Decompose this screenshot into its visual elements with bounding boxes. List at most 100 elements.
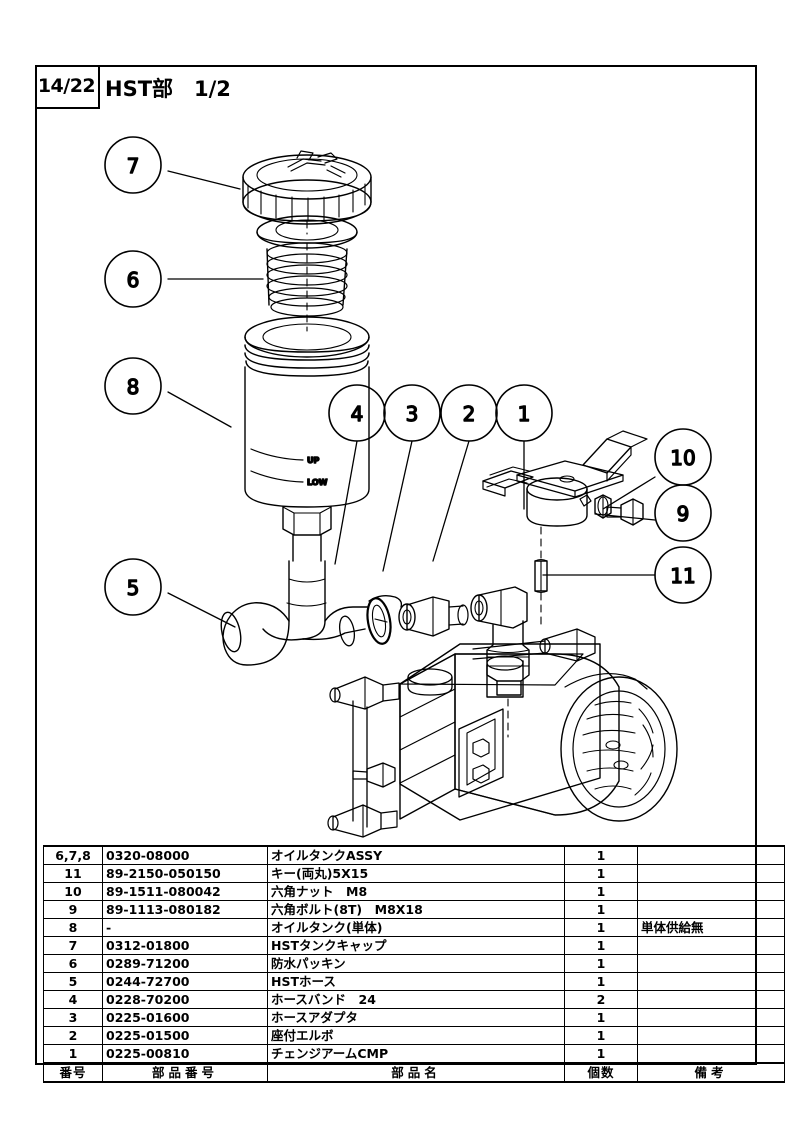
title-bar: 14/22 HST部 1/2 [35,65,757,109]
tank-level-up-label: UP [307,456,319,465]
part-oil-tank-body: UP LOW [244,316,370,562]
cell-part-name: ホースバンド 24 [267,990,565,1009]
header-remarks: 備考 [637,1062,785,1083]
cell-no: 8 [43,918,103,937]
cell-remarks [637,990,785,1009]
exploded-parts-diagram: UP LOW [35,109,757,842]
callout-bubbles: 7 6 8 5 4 3 2 [104,136,712,616]
part-hex-bolt [606,498,644,526]
cell-quantity: 1 [564,900,638,919]
cell-quantity: 1 [564,845,638,865]
callout-bubble-10: 10 [654,428,712,486]
cell-quantity: 2 [564,990,638,1009]
cell-part-name: チェンジアームCMP [267,1044,565,1064]
cell-remarks [637,1044,785,1064]
callout-bubble-11: 11 [654,546,712,604]
callout-label-4: 4 [351,402,364,426]
part-change-arm-cmp [482,430,648,527]
cell-part-number: 89-1113-080182 [102,900,268,919]
cell-quantity: 1 [564,1026,638,1045]
cell-no: 5 [43,972,103,991]
callout-bubble-2: 2 [440,384,498,442]
cell-remarks [637,864,785,883]
cell-remarks [637,954,785,973]
callout-bubble-6: 6 [104,250,162,308]
part-hose-adapter [398,596,469,637]
cell-part-name: ホースアダプタ [267,1008,565,1027]
cell-part-name: オイルタンクASSY [267,845,565,865]
callout-bubble-1: 1 [495,384,553,442]
cell-part-number: 0244-72700 [102,972,268,991]
cell-no: 6 [43,954,103,973]
hst-pump-body [399,643,678,822]
cell-quantity: 1 [564,864,638,883]
cell-no: 4 [43,990,103,1009]
part-hst-hose [220,560,368,666]
cell-quantity: 1 [564,1008,638,1027]
part-hose-band [338,595,403,647]
cell-part-number: 0289-71200 [102,954,268,973]
part-hex-nut [594,494,612,519]
cell-part-name: 防水パッキン [267,954,565,973]
cell-no: 2 [43,1026,103,1045]
cell-part-number: - [102,918,268,937]
callout-bubble-9: 9 [654,484,712,542]
callout-label-9: 9 [677,502,690,526]
cell-quantity: 1 [564,918,638,937]
cell-part-name: HSTタンクキャップ [267,936,565,955]
header-quantity: 個数 [564,1062,638,1083]
part-hst-tank-cap [242,150,372,225]
cell-remarks [637,972,785,991]
cell-no: 6,7,8 [43,845,103,865]
cell-no: 10 [43,882,103,901]
cell-part-name: 六角ナット M8 [267,882,565,901]
cell-part-number: 0312-01800 [102,936,268,955]
callout-label-5: 5 [127,576,140,600]
leader-lines [167,170,656,628]
cell-no: 11 [43,864,103,883]
page-number-box: 14/22 [35,65,100,109]
cell-part-number: 89-1511-080042 [102,882,268,901]
cell-no: 9 [43,900,103,919]
cell-remarks [637,845,785,865]
pump-mounting-bolts [327,628,596,838]
cell-part-number: 0320-08000 [102,845,268,865]
tank-level-low-label: LOW [307,478,328,487]
cell-remarks [637,882,785,901]
header-no: 番号 [43,1062,103,1083]
cell-part-name: キー(両丸)5X15 [267,864,565,883]
cell-part-number: 0225-00810 [102,1044,268,1064]
callout-label-7: 7 [127,154,140,178]
cell-part-name: オイルタンク(単体) [267,918,565,937]
callout-bubble-7: 7 [104,136,162,194]
callout-label-2: 2 [463,402,476,426]
callout-label-1: 1 [518,402,531,426]
cell-part-name: 座付エルボ [267,1026,565,1045]
part-seated-elbow [470,586,530,696]
cell-part-number: 0225-01500 [102,1026,268,1045]
cell-part-number: 89-2150-050150 [102,864,268,883]
callout-bubble-4: 4 [328,384,386,442]
cell-quantity: 1 [564,954,638,973]
cell-part-name: 六角ボルト(8T) M8X18 [267,900,565,919]
cell-quantity: 1 [564,1044,638,1064]
cell-remarks [637,1008,785,1027]
cell-remarks [637,900,785,919]
cell-quantity: 1 [564,882,638,901]
cell-no: 3 [43,1008,103,1027]
table-header-row: 番号部品番号部品名個数備考 [43,1062,785,1083]
header-part-number: 部品番号 [102,1062,268,1083]
cell-no: 7 [43,936,103,955]
cell-part-number: 0228-70200 [102,990,268,1009]
cell-part-number: 0225-01600 [102,1008,268,1027]
